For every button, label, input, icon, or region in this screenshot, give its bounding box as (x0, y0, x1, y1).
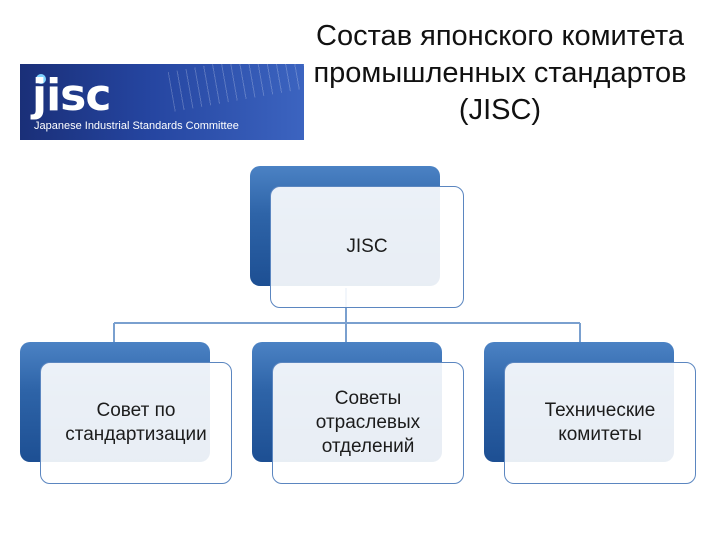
child-node-1-label: Совет по стандартизации (65, 400, 207, 445)
root-node-label: JISC (346, 236, 388, 257)
title-line-2: промышленных стандартов (313, 57, 687, 89)
root-node: JISC (270, 186, 464, 308)
child-node-1: Совет по стандартизации (40, 362, 232, 484)
slide-title: Состав японского комитета промышленных с… (280, 18, 720, 129)
child-node-2: Советы отраслевых отделений (272, 362, 464, 484)
title-line-3: (JISC) (458, 94, 542, 126)
logo-dot-icon (36, 74, 46, 84)
logo-mark: jisc (32, 70, 111, 121)
child-node-3: Технические комитеты (504, 362, 696, 484)
child-node-2-label: Советы отраслевых отделений (315, 388, 421, 457)
child-node-3-label: Технические комитеты (544, 400, 656, 445)
title-line-1: Состав японского комитета (316, 20, 684, 52)
jisc-logo: jisc Japanese Industrial Standards Commi… (20, 64, 304, 140)
logo-subtitle: Japanese Industrial Standards Committee (34, 120, 239, 132)
